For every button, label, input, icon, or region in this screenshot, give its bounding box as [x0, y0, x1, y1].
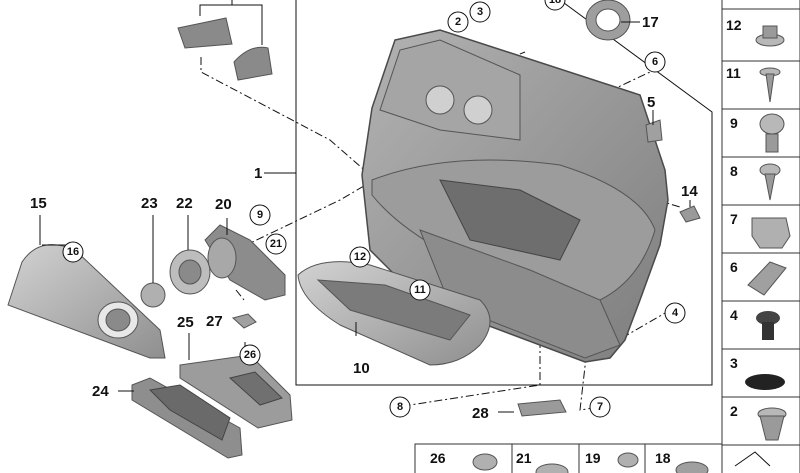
col-label-2: 2 [730, 403, 738, 419]
parts-column [721, 0, 800, 473]
part-17-speaker-ring [585, 0, 631, 41]
label-9: 9 [257, 209, 263, 221]
part-8-screw-icon [759, 163, 781, 201]
label-1: 1 [254, 165, 262, 182]
part-5-clip [645, 119, 663, 143]
part-24-switch-panel [118, 377, 243, 459]
label-16: 16 [67, 246, 79, 258]
upper-trim-covers [177, 0, 273, 81]
part-23-cap [140, 215, 166, 308]
row-label-19: 19 [585, 450, 601, 466]
label-4: 4 [672, 307, 679, 319]
part-4-plug-icon [756, 311, 780, 340]
assembly-frame [264, 0, 713, 386]
label-3: 3 [477, 6, 483, 18]
label-20: 20 [215, 196, 232, 213]
part-2-clip-icon [757, 407, 787, 441]
label-24: 24 [92, 383, 109, 400]
label-12: 12 [354, 251, 366, 263]
part-9-screw-icon [759, 113, 785, 153]
part-11-screw-icon [759, 67, 781, 103]
part-7-clip-icon [751, 217, 791, 249]
label-10: 10 [353, 360, 370, 377]
label-21: 21 [270, 238, 282, 250]
arrow-icon [734, 451, 771, 467]
part-12-push-clip-icon [755, 25, 785, 47]
col-label-9: 9 [730, 115, 738, 131]
part-14-bracket [679, 205, 701, 223]
label-17: 17 [642, 14, 659, 31]
col-label-8: 8 [730, 163, 738, 179]
label-28: 28 [472, 405, 489, 422]
label-14: 14 [681, 183, 698, 200]
col-label-7: 7 [730, 211, 738, 227]
label-7: 7 [597, 401, 603, 413]
part-10-armrest-trim [297, 261, 491, 366]
part-15-speaker-trim [7, 244, 166, 359]
part-20-handle-mechanism [204, 218, 286, 301]
label-15: 15 [30, 195, 47, 212]
row-label-18: 18 [655, 450, 671, 466]
label-8: 8 [397, 401, 403, 413]
part-6-clip-icon [747, 261, 787, 296]
door-trim-panel [361, 29, 669, 363]
part-27-pad [231, 313, 257, 329]
row-label-26: 26 [430, 450, 446, 466]
col-label-6: 6 [730, 259, 738, 275]
label-22: 22 [176, 195, 193, 212]
label-18: 18 [549, 0, 561, 6]
col-label-12: 12 [726, 17, 742, 33]
label-6: 6 [652, 56, 658, 68]
labels: 1 2 3 4 5 6 7 8 9 10 11 12 14 15 16 17 1… [30, 0, 742, 466]
label-2: 2 [455, 16, 461, 28]
part-3-washer-icon [745, 374, 785, 390]
col-label-4: 4 [730, 307, 738, 323]
row-label-21: 21 [516, 450, 532, 466]
part-22-ring [169, 215, 211, 295]
label-26: 26 [244, 349, 256, 361]
label-27: 27 [206, 313, 223, 330]
label-5: 5 [647, 94, 655, 111]
col-label-3: 3 [730, 355, 738, 371]
parts-bottom-row [414, 443, 723, 473]
label-25: 25 [177, 314, 194, 331]
part-28-clip [498, 399, 567, 417]
label-23: 23 [141, 195, 158, 212]
label-11: 11 [414, 284, 426, 296]
col-label-11: 11 [726, 65, 741, 81]
